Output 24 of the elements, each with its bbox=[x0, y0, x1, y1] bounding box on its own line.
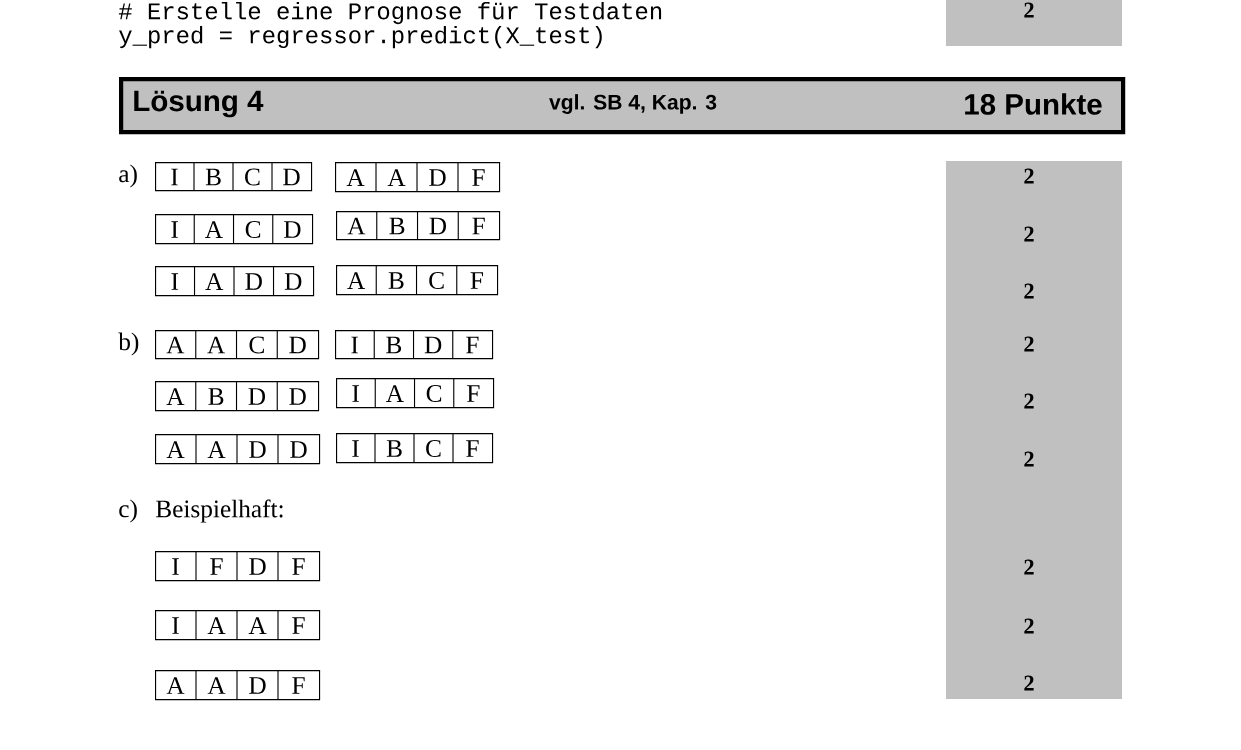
letter-strip: I B C D bbox=[155, 161, 313, 192]
letter-strip: A A D D bbox=[155, 433, 321, 465]
part-label: c) bbox=[119, 499, 137, 523]
letter-strip: A B D D bbox=[155, 380, 320, 412]
letter-strip: I A D D bbox=[155, 265, 315, 297]
points-column: 2 2 2 2 2 2 2 2 2 bbox=[946, 161, 1122, 699]
letter-strip: A B C F bbox=[336, 264, 499, 296]
letter-strip: I A C D bbox=[155, 213, 314, 245]
letter-strip: I B D F bbox=[335, 329, 494, 360]
code-line: y_pred = regressor.predict(X_test) bbox=[119, 25, 602, 49]
header-bar: Lösung 4 vgl. SB 4, Kap. 3 18 Punkte bbox=[119, 77, 1126, 135]
part-label: a) bbox=[119, 164, 137, 188]
points-box: 2 bbox=[946, 0, 1122, 46]
letter-strip: I F D F bbox=[155, 550, 321, 582]
letter-strip: I B C F bbox=[336, 432, 494, 464]
letter-strip: A A D F bbox=[155, 669, 321, 701]
letter-strip: A A C D bbox=[155, 329, 320, 360]
letter-strip: I A C F bbox=[336, 377, 495, 409]
letter-strip: A A D F bbox=[335, 161, 501, 193]
letter-strip: I A A F bbox=[155, 609, 321, 641]
code-line: # Erstelle eine Prognose für Testdaten bbox=[118, 1, 662, 25]
letter-strip: A B D F bbox=[336, 210, 501, 241]
part-label: b) bbox=[118, 332, 139, 356]
instruction-text: Beispielhaft: bbox=[156, 499, 283, 523]
